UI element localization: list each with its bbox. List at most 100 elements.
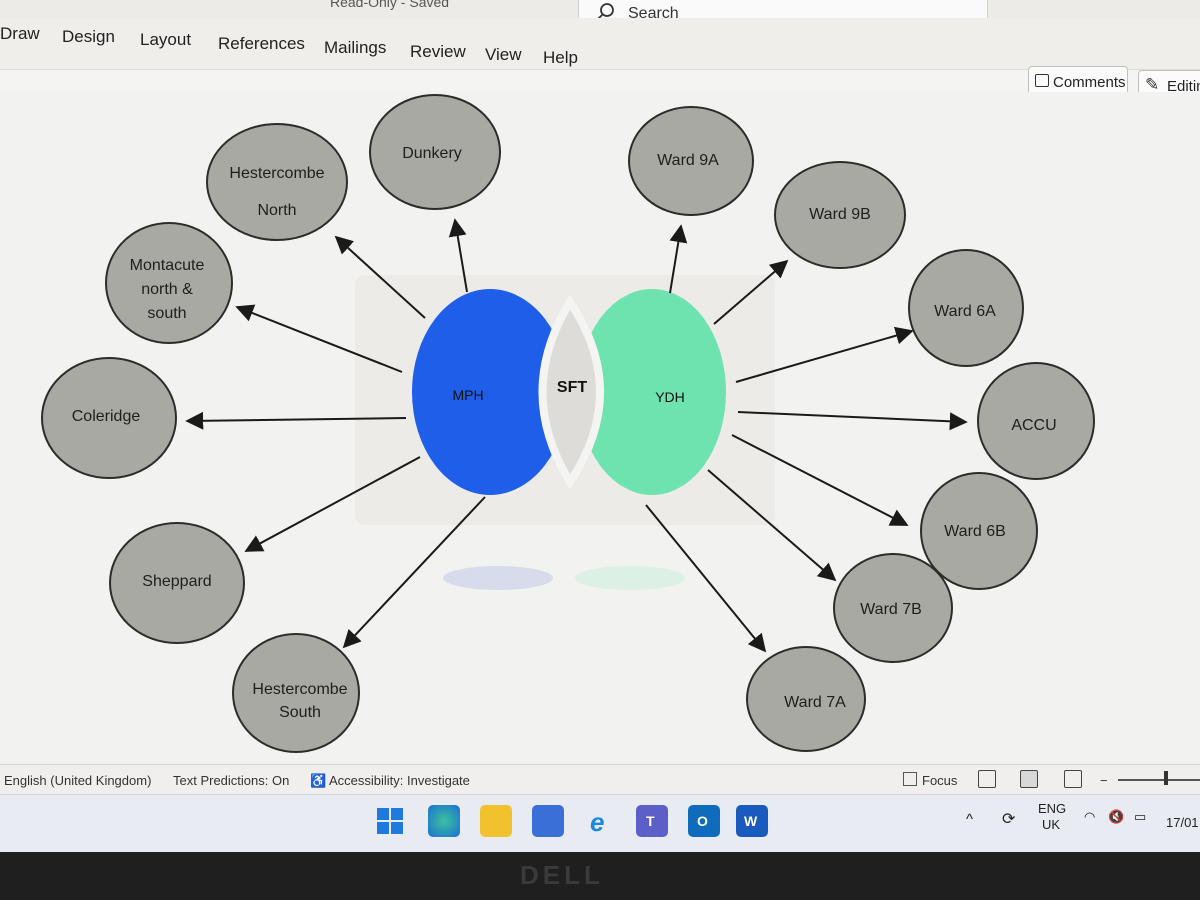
label-ward-9a: Ward 9A bbox=[657, 152, 719, 169]
node-hestercombe-south[interactable] bbox=[232, 633, 360, 753]
arrow-montacute bbox=[235, 304, 403, 373]
language-status[interactable]: English (United Kingdom) bbox=[4, 773, 152, 788]
venn-circle-ydh[interactable] bbox=[578, 289, 726, 495]
taskbar: e T O W ^ ⟳ ENG UK ◠ 🔇 ▭ 17/01 bbox=[0, 794, 1200, 852]
connector-arrows bbox=[185, 218, 968, 653]
accessibility-status[interactable]: Accessibility: Investigate bbox=[329, 773, 470, 788]
label-montacute-l1: Montacute bbox=[130, 257, 205, 274]
arrow-accu bbox=[737, 411, 968, 431]
node-ward-9a[interactable] bbox=[628, 106, 754, 216]
web-layout-icon[interactable] bbox=[1064, 770, 1082, 788]
label-montacute-l2: north & bbox=[141, 281, 193, 298]
comment-icon bbox=[1035, 74, 1049, 87]
label-hestercombe-south-l2: South bbox=[279, 704, 321, 721]
ribbon-tabs: Draw Design Layout References Mailings R… bbox=[0, 18, 1200, 70]
language-indicator-line2[interactable]: UK bbox=[1042, 817, 1061, 832]
tab-references[interactable]: References bbox=[218, 34, 305, 53]
arrow-ward7a bbox=[645, 504, 767, 653]
label-hestercombe-north-l2: North bbox=[257, 202, 296, 219]
tab-view[interactable]: View bbox=[485, 45, 522, 64]
hub-diagram: MPH SFT YDH bbox=[41, 94, 1095, 753]
label-accu: ACCU bbox=[1011, 417, 1056, 434]
node-montacute[interactable] bbox=[105, 222, 233, 344]
sync-icon[interactable]: ⟳ bbox=[1002, 811, 1016, 828]
arrow-dunkery bbox=[448, 218, 468, 293]
venn-circle-mph[interactable] bbox=[412, 289, 568, 495]
label-hestercombe-north-l1: Hestercombe bbox=[229, 165, 324, 182]
battery-icon[interactable]: ▭ bbox=[1134, 809, 1147, 824]
search-placeholder: Search bbox=[628, 5, 679, 22]
chevron-up-icon[interactable]: ^ bbox=[966, 811, 974, 828]
pencil-icon: ✎ bbox=[1145, 75, 1160, 94]
arrow-ward9b bbox=[713, 259, 789, 325]
label-dunkery: Dunkery bbox=[402, 145, 462, 162]
status-bar: English (United Kingdom) Text Prediction… bbox=[0, 764, 1200, 794]
arrow-ward6b bbox=[731, 434, 909, 526]
tab-review[interactable]: Review bbox=[410, 42, 466, 61]
focus-icon bbox=[903, 772, 917, 786]
tab-help[interactable]: Help bbox=[543, 48, 578, 67]
venn-label-mph: MPH bbox=[452, 387, 483, 403]
node-ward-7a[interactable] bbox=[746, 646, 866, 752]
label-ward-9b: Ward 9B bbox=[809, 206, 871, 223]
arrow-hestercombe-north bbox=[334, 235, 426, 319]
node-sheppard[interactable] bbox=[109, 522, 245, 644]
remote-help-icon[interactable] bbox=[532, 805, 564, 837]
edge-icon[interactable] bbox=[428, 805, 460, 837]
label-ward-6a: Ward 6A bbox=[934, 303, 996, 320]
start-button[interactable] bbox=[374, 805, 406, 837]
wifi-icon[interactable]: ◠ bbox=[1084, 809, 1096, 824]
reflection-blue bbox=[443, 566, 553, 590]
windows-icon bbox=[377, 808, 403, 834]
node-coleridge[interactable] bbox=[41, 357, 177, 479]
reflection-green bbox=[575, 566, 685, 590]
label-coleridge: Coleridge bbox=[72, 408, 141, 425]
zoom-slider-thumb[interactable] bbox=[1164, 771, 1168, 785]
read-mode-icon[interactable] bbox=[978, 770, 996, 788]
venn-overlap-sft[interactable] bbox=[538, 294, 604, 490]
tab-mailings[interactable]: Mailings bbox=[324, 38, 387, 57]
node-ward-7b[interactable] bbox=[833, 553, 953, 663]
label-ward-7b: Ward 7B bbox=[860, 601, 922, 618]
node-dunkery[interactable] bbox=[369, 94, 501, 210]
outlook-icon[interactable]: O bbox=[688, 805, 720, 837]
label-hestercombe-south-l1: Hestercombe bbox=[252, 681, 347, 698]
text-predictions-status[interactable]: Text Predictions: On bbox=[173, 773, 290, 788]
node-ward-6a[interactable] bbox=[908, 249, 1024, 367]
comments-label: Comments bbox=[1053, 74, 1126, 91]
word-icon[interactable]: W bbox=[736, 805, 768, 837]
editing-label: Editing bbox=[1167, 78, 1200, 95]
internet-explorer-icon[interactable]: e bbox=[584, 805, 616, 837]
document-canvas[interactable]: MPH SFT YDH bbox=[0, 92, 1200, 764]
zoom-slider[interactable] bbox=[1118, 779, 1200, 781]
file-explorer-icon[interactable] bbox=[480, 805, 512, 837]
node-ward-9b[interactable] bbox=[774, 161, 906, 269]
venn-label-ydh: YDH bbox=[655, 389, 685, 405]
laptop-bezel: DELL bbox=[0, 852, 1200, 900]
label-ward-7a: Ward 7A bbox=[784, 694, 846, 711]
label-ward-6b: Ward 6B bbox=[944, 523, 1006, 540]
screen: Read-Only - Saved Search ⋯ Draw Design L… bbox=[0, 0, 1200, 852]
dell-logo: DELL bbox=[520, 860, 604, 890]
node-accu[interactable] bbox=[977, 362, 1095, 480]
speaker-muted-icon[interactable]: 🔇 bbox=[1108, 809, 1125, 824]
zoom-out-icon[interactable]: − bbox=[1100, 773, 1108, 788]
arrow-ward6a bbox=[735, 326, 914, 383]
node-ward-6b[interactable] bbox=[920, 472, 1038, 590]
label-montacute-l3: south bbox=[147, 305, 186, 322]
arrow-hestercombe-south bbox=[342, 496, 486, 649]
arrow-coleridge bbox=[185, 411, 407, 430]
clock-date[interactable]: 17/01 bbox=[1166, 815, 1199, 830]
tab-layout[interactable]: Layout bbox=[140, 30, 192, 49]
tab-design[interactable]: Design bbox=[62, 27, 115, 46]
accessibility-icon: ♿ bbox=[310, 773, 327, 788]
teams-icon[interactable]: T bbox=[636, 805, 668, 837]
arrow-sheppard bbox=[244, 456, 421, 552]
focus-button[interactable]: Focus bbox=[922, 773, 958, 788]
language-indicator-line1[interactable]: ENG bbox=[1038, 801, 1067, 816]
arrow-ward7b bbox=[707, 469, 837, 582]
document-status: Read-Only - Saved bbox=[330, 0, 450, 10]
node-hestercombe-north[interactable] bbox=[206, 123, 348, 241]
print-layout-icon[interactable] bbox=[1020, 770, 1038, 788]
tab-draw[interactable]: Draw bbox=[0, 24, 40, 43]
